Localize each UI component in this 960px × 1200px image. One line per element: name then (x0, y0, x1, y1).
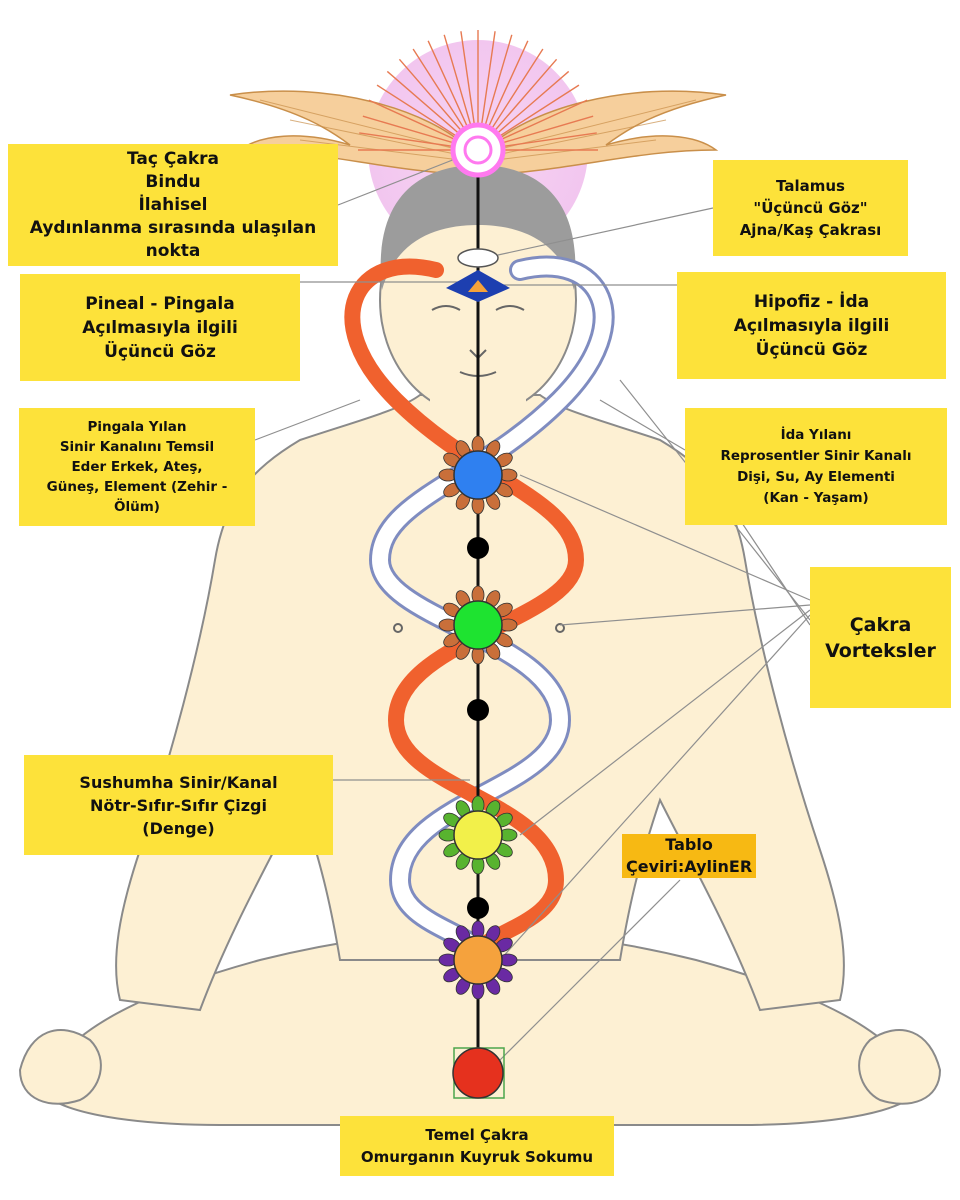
label-root-line: Omurganın Kuyruk Sokumu (360, 1148, 594, 1166)
label-vortex-line: Vorteksler (825, 639, 936, 662)
label-crown-line: İlahisel (138, 194, 208, 215)
label-ida-line: İda Yılanı (780, 426, 852, 443)
label-pingala-line: Sinir Kanalını Temsil (59, 439, 215, 455)
leader-line (497, 207, 714, 256)
label-ida-line: (Kan - Yaşam) (763, 489, 869, 506)
credit-line: Tablo (665, 835, 713, 854)
label-pingala-line: Güneş, Element (Zehir - (46, 479, 228, 495)
label-thalamus: Talamus "Üçüncü Göz" Ajna/Kaş Çakrası (713, 160, 908, 256)
leader-line (519, 609, 811, 836)
label-pingala-line: Eder Erkek, Ateş, (71, 459, 203, 475)
label-root: Temel Çakra Omurganın Kuyruk Sokumu (340, 1116, 614, 1176)
label-thalamus-line: Talamus (776, 177, 845, 195)
label-ida-snake: İda Yılanı Reprosentler Sinir Kanalı Diş… (685, 408, 947, 525)
chakra-throat (453, 450, 503, 500)
label-pituitary-line: Üçüncü Göz (755, 339, 868, 360)
thalamus-mark (457, 248, 499, 268)
leader-line (254, 399, 361, 441)
label-crown-line: nokta (145, 240, 201, 261)
leader-line (519, 474, 811, 601)
label-pineal-line: Pineal - Pingala (85, 293, 235, 314)
label-pineal-line: Üçüncü Göz (104, 341, 216, 362)
label-sushumna-line: Nötr-Sıfır-Sıfır Çizgi (90, 795, 267, 815)
credit-line: Çeviri:AylinER (626, 857, 753, 876)
label-vortex: Çakra Vorteksler (810, 567, 951, 708)
pingala-channel (344, 258, 585, 958)
leader-line (599, 399, 686, 451)
label-pingala-line: Pingala Yılan (87, 419, 187, 435)
node-1 (467, 537, 489, 559)
label-pituitary: Hipofiz - İda Açılmasıyla ilgili Üçüncü … (677, 272, 946, 379)
node-2 (467, 699, 489, 721)
chakra-root (452, 1047, 504, 1099)
label-thalamus-line: Ajna/Kaş Çakrası (739, 221, 882, 239)
label-crown-line: Bindu (145, 171, 201, 192)
label-pituitary-line: Hipofiz - İda (753, 291, 870, 312)
label-crown-line: Aydınlanma sırasında ulaşılan (29, 217, 317, 238)
label-pituitary-line: Açılmasıyla ilgili (733, 315, 890, 336)
chakra-solar-plexus (453, 810, 503, 860)
label-sushumna-line: (Denge) (142, 818, 215, 838)
label-ida-line: Dişi, Su, Ay Elementi (737, 468, 895, 485)
label-thalamus-line: "Üçüncü Göz" (753, 199, 868, 217)
leader-line (499, 879, 681, 1061)
leader-line (559, 604, 811, 626)
label-pineal: Pineal - Pingala Açılmasıyla ilgili Üçün… (20, 274, 300, 381)
label-ida-line: Reprosentler Sinir Kanalı (720, 447, 912, 464)
label-crown-line: Taç Çakra (127, 148, 219, 169)
hands (18, 1029, 942, 1105)
label-pingala-line: Ölüm) (114, 499, 160, 515)
label-root-line: Temel Çakra (425, 1126, 529, 1144)
label-pineal-line: Açılmasıyla ilgili (82, 317, 238, 338)
translation-credit: Tablo Çeviri:AylinER (622, 834, 757, 878)
chakra-heart (453, 600, 503, 650)
node-3 (467, 897, 489, 919)
hair (380, 165, 576, 290)
chakra-crown (450, 122, 506, 178)
ida-channel-inner (371, 258, 612, 958)
label-crown: Taç Çakra Bindu İlahisel Aydınlanma sıra… (8, 144, 338, 266)
label-vortex-line: Çakra (849, 613, 912, 636)
label-sushumna: Sushumha Sinir/Kanal Nötr-Sıfır-Sıfır Çi… (24, 755, 333, 855)
chakra-sacral (453, 935, 503, 985)
label-pingala-snake: Pingala Yılan Sinir Kanalını Temsil Eder… (19, 408, 255, 526)
label-sushumna-line: Sushumha Sinir/Kanal (79, 772, 278, 792)
chakra-third-eye (446, 270, 510, 302)
leader-line (499, 614, 811, 961)
